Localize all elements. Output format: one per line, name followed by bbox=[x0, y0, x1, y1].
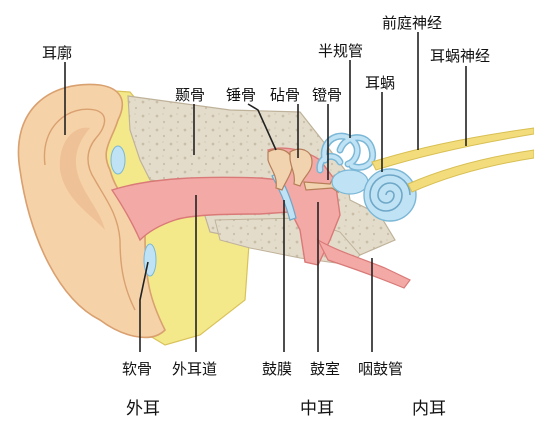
label-malleus: 锤骨 bbox=[226, 86, 256, 104]
label-stapes: 镫骨 bbox=[312, 86, 342, 104]
label-temporal-bone: 颞骨 bbox=[175, 86, 205, 104]
section-inner-ear: 内耳 bbox=[412, 399, 446, 419]
cochlear-nerve-shape bbox=[407, 149, 534, 193]
label-vestibular-nerve: 前庭神经 bbox=[382, 14, 442, 32]
label-eardrum: 鼓膜 bbox=[262, 360, 292, 378]
cartilage-piece-upper bbox=[110, 145, 126, 175]
ear-canal bbox=[110, 176, 291, 242]
section-middle-ear: 中耳 bbox=[300, 399, 334, 419]
label-ear-canal: 外耳道 bbox=[172, 360, 217, 378]
section-outer-ear: 外耳 bbox=[126, 399, 160, 419]
label-tympanic-cavity: 鼓室 bbox=[310, 360, 340, 378]
label-cochlear-nerve: 耳蜗神经 bbox=[430, 47, 490, 65]
cochlea-shape bbox=[363, 168, 417, 222]
stapes-shape bbox=[303, 174, 339, 194]
label-semicircular-canals: 半规管 bbox=[318, 42, 363, 60]
vestibular-nerve-shape bbox=[371, 127, 534, 171]
cochlea-spiral bbox=[369, 174, 411, 212]
leader-malleus bbox=[247, 103, 277, 151]
label-cartilage: 软骨 bbox=[122, 360, 152, 378]
malleus-shape bbox=[267, 148, 293, 191]
leader-cartilage bbox=[139, 261, 149, 352]
eustachian-tube-shape bbox=[316, 238, 411, 289]
label-cochlea: 耳蜗 bbox=[365, 74, 395, 92]
label-incus: 砧骨 bbox=[270, 86, 300, 104]
pinna-shadow bbox=[59, 127, 105, 230]
label-pinna: 耳廓 bbox=[42, 44, 72, 62]
pinna-inner-fold bbox=[43, 108, 136, 311]
label-eustachian-tube: 咽鼓管 bbox=[358, 360, 403, 378]
incus-shape bbox=[289, 148, 313, 187]
vestibule bbox=[331, 169, 369, 195]
